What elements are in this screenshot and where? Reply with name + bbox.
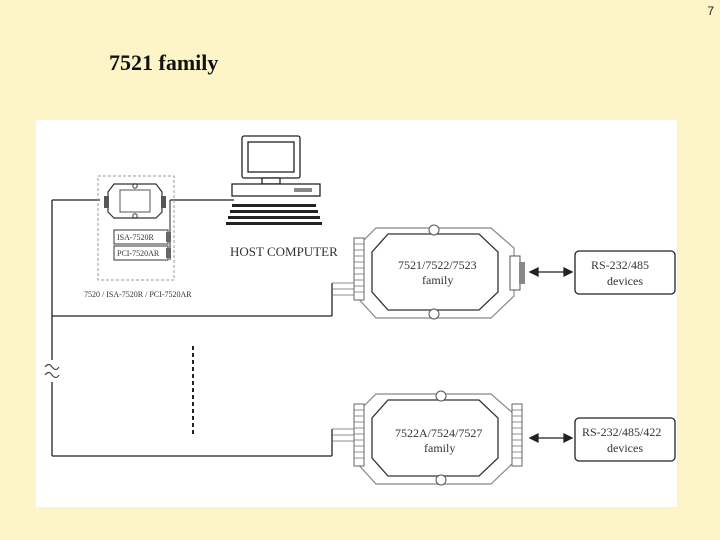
module-bottom-model: 7522A/7524/7527 (395, 426, 483, 440)
diagram-panel: HOST COMPUTER ISA-7520R PCI-7520AR 7520 … (36, 120, 677, 507)
page-number: 7 (707, 4, 714, 18)
network-diagram (44, 135, 676, 486)
module-top-model: 7521/7522/7523 (398, 258, 477, 272)
card-option-pci: PCI-7520AR (117, 249, 160, 258)
card-option-isa: ISA-7520R (117, 233, 154, 242)
device-box-bottom (574, 417, 676, 462)
host-computer-icon (226, 135, 322, 225)
device-box-top (574, 250, 676, 295)
arrow-bottom-icon (528, 432, 574, 444)
device-top-caption: devices (607, 274, 643, 288)
arrow-top-icon (528, 266, 574, 278)
device-bottom-protocol: RS-232/485/422 (582, 425, 662, 439)
slide-title: 7521 family (109, 50, 219, 75)
terminal-block-left (353, 237, 365, 301)
module-bottom-family: family (424, 441, 456, 455)
host-computer-label: HOST COMPUTER (230, 244, 338, 259)
converter-unit (97, 175, 175, 281)
module-top (332, 224, 525, 320)
device-top-protocol: RS-232/485 (591, 258, 650, 272)
bus-wiring (51, 199, 333, 457)
module-bottom (332, 390, 523, 486)
device-bottom-caption: devices (607, 441, 643, 455)
bus-break-icon (44, 363, 60, 379)
converter-caption: 7520 / ISA-7520R / PCI-7520AR (84, 290, 192, 299)
module-top-family: family (422, 273, 454, 287)
